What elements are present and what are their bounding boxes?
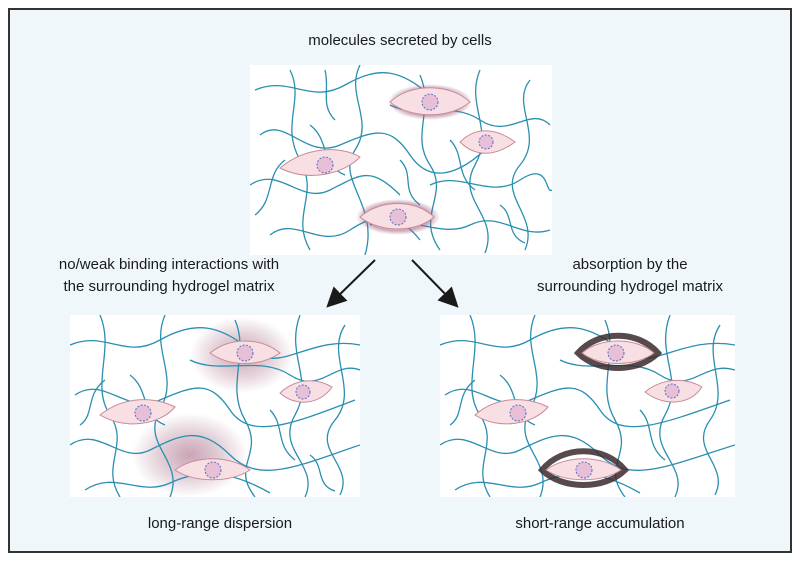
cell-right-3: [474, 399, 549, 425]
cell-top-4: [356, 199, 440, 235]
figure-frame: molecules secreted by cells: [8, 8, 792, 553]
panel-dispersion: [70, 315, 360, 497]
panel-accumulation: [440, 315, 735, 497]
cell-top-3: [459, 130, 516, 154]
caption-no-binding-line1: no/weak binding interactions with: [58, 256, 280, 273]
caption-short-range-accumulation: short-range accumulation: [515, 515, 685, 532]
cell-right-4: [537, 448, 630, 488]
caption-long-range-dispersion: long-range dispersion: [147, 515, 293, 532]
arrow-to-accumulation: [411, 259, 459, 308]
caption-absorption: absorption by the surrounding hydrogel m…: [480, 254, 780, 298]
hydrogel-accumulation-illustration: [440, 315, 735, 497]
cell-right-1: [573, 332, 663, 371]
cell-left-2: [279, 380, 333, 403]
arrow-to-dispersion: [326, 259, 376, 308]
caption-no-binding: no/weak binding interactions with the su…: [24, 254, 314, 298]
panel-secretion: [250, 65, 552, 255]
caption-no-binding-line2: the surrounding hydrogel matrix: [63, 278, 275, 295]
cell-left-4: [174, 458, 251, 481]
hydrogel-secretion-illustration: [250, 65, 552, 255]
caption-absorption-line1: absorption by the: [572, 256, 688, 273]
cell-top-2: [279, 149, 361, 176]
cell-left-3: [99, 399, 176, 425]
hydrogel-dispersion-illustration: [70, 315, 360, 497]
caption-absorption-line2: surrounding hydrogel matrix: [537, 278, 723, 295]
cell-top-1: [388, 84, 472, 120]
cell-left-1: [209, 340, 281, 364]
caption-top: molecules secreted by cells: [308, 32, 492, 49]
cell-right-2: [644, 379, 703, 403]
